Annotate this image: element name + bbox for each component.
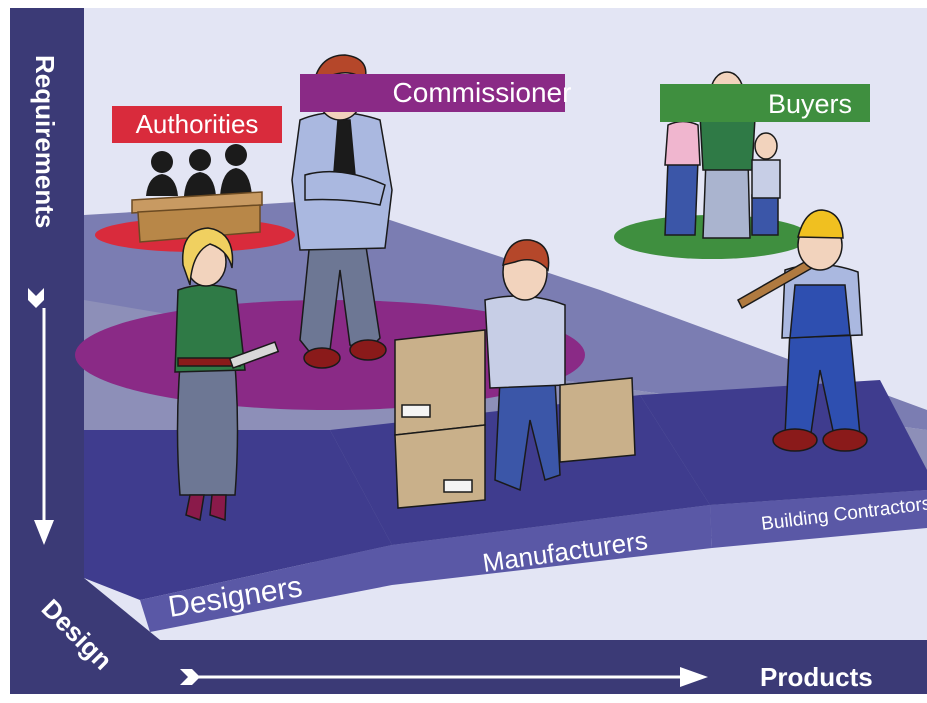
platform-designers xyxy=(84,430,392,632)
requirements-axis-label: Requirements xyxy=(30,55,60,228)
requirements-arrow xyxy=(28,288,54,545)
commissioner-label: Commissioner xyxy=(393,77,572,108)
authorities-desk-figure xyxy=(131,144,263,243)
authorities-label: Authorities xyxy=(136,109,259,139)
products-arrow xyxy=(180,667,708,687)
commissioner-tag: Commissioner xyxy=(300,74,571,112)
axis-frame xyxy=(10,8,927,694)
designer-figure xyxy=(174,227,280,522)
manufacturer-figure xyxy=(484,239,566,492)
cardboard-boxes xyxy=(394,329,636,509)
products-axis-label: Products xyxy=(760,662,873,692)
buyers-family-figure xyxy=(664,71,781,239)
buyers-label: Buyers xyxy=(768,89,852,119)
authorities-tag: Authorities xyxy=(112,106,282,143)
buyers-tag: Buyers xyxy=(660,84,870,122)
building-contractor-figure xyxy=(737,209,868,452)
